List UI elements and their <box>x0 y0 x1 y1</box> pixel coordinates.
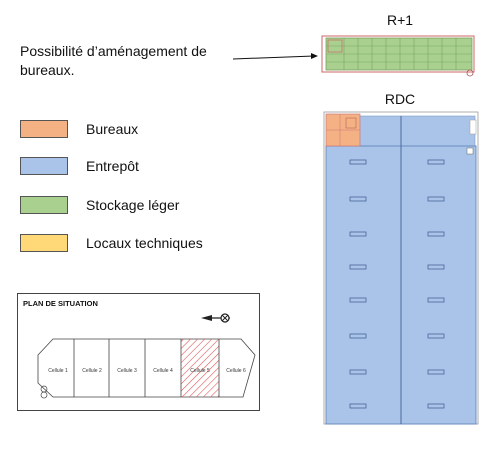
legend-item-technical-rooms: Locaux techniques <box>20 233 203 253</box>
situation-plan <box>17 293 260 411</box>
legend-swatch-light-storage <box>20 196 68 214</box>
building-outline <box>37 338 256 398</box>
situation-diagram: Cellule 1 Cellule 2 Cellule 3 Cellule 4 … <box>37 313 256 399</box>
legend-label-technical-rooms: Locaux techniques <box>86 235 203 251</box>
legend-swatch-technical-rooms <box>20 234 68 252</box>
upper-floor-grid <box>326 38 472 70</box>
legend-item-warehouse: Entrepôt <box>20 156 139 176</box>
door-marker <box>469 119 477 135</box>
compass-icon <box>201 313 230 323</box>
cell-label-5: Cellule 5 <box>190 368 210 374</box>
cell-label-6: Cellule 6 <box>226 368 246 374</box>
situation-plan-title: PLAN DE SITUATION <box>23 299 98 308</box>
cell-label-3: Cellule 3 <box>117 368 137 374</box>
legend-label-light-storage: Stockage léger <box>86 197 180 213</box>
legend-label-warehouse: Entrepôt <box>86 158 139 174</box>
rack-markers <box>349 159 445 409</box>
upper-floor-stair <box>327 39 343 53</box>
legend-swatch-offices <box>20 120 68 138</box>
ground-floor-title: RDC <box>384 91 416 107</box>
upper-floor-title: R+1 <box>386 12 414 28</box>
office-fitout-note: Possibilité d’aménagement de bureaux. <box>20 43 207 78</box>
legend-swatch-warehouse <box>20 157 68 175</box>
upper-floor-plan <box>321 35 475 77</box>
cell-label-2: Cellule 2 <box>82 368 102 374</box>
legend-item-offices: Bureaux <box>20 119 138 139</box>
highlighted-cell <box>181 339 219 397</box>
cell-label-4: Cellule 4 <box>153 368 173 374</box>
upper-floor-fixture <box>466 69 474 77</box>
legend-label-offices: Bureaux <box>86 121 139 137</box>
technical-marker <box>466 147 474 155</box>
ground-floor-plan <box>323 111 479 425</box>
legend-item-light-storage: Stockage léger <box>20 195 179 215</box>
cell-label-1: Cellule 1 <box>48 368 68 374</box>
